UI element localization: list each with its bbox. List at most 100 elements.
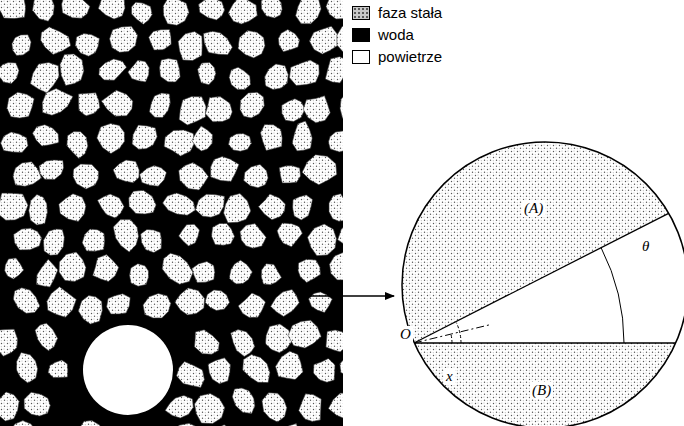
soil-grain <box>35 323 58 351</box>
soil-grain <box>59 252 86 281</box>
soil-grain <box>10 421 37 426</box>
soil-grain <box>194 330 219 354</box>
legend-text: powietrze <box>378 49 442 66</box>
soil-grain <box>282 99 305 122</box>
soil-grain <box>211 157 239 182</box>
soil-grain <box>279 166 300 183</box>
soil-grain <box>78 296 102 325</box>
soil-grain <box>309 292 333 313</box>
soil-grain <box>163 193 196 215</box>
angle-arc <box>456 323 461 343</box>
region-label: (B) <box>530 382 553 399</box>
soil-grain <box>204 31 233 54</box>
soil-grain <box>5 258 24 279</box>
magnified-view <box>380 120 684 426</box>
soil-grain <box>229 67 251 89</box>
water-ground <box>0 0 343 426</box>
soil-grain <box>266 324 294 353</box>
soil-grain <box>0 329 18 356</box>
soil-grain <box>79 93 100 116</box>
soil-grain <box>14 228 42 250</box>
soil-grain <box>292 121 312 151</box>
legend-swatch <box>352 6 370 20</box>
soil-grain <box>261 264 281 285</box>
soil-grain <box>24 392 50 416</box>
soil-grain <box>47 287 76 318</box>
soil-grain <box>313 359 335 383</box>
soil-grain <box>93 255 119 282</box>
soil-grain <box>67 132 88 159</box>
soil-grain <box>178 32 202 61</box>
air-bubble <box>83 325 173 415</box>
soil-grain <box>60 54 84 86</box>
soil-grain <box>342 422 343 426</box>
soil-grain <box>337 24 343 53</box>
soil-grain <box>163 0 189 25</box>
legend-swatch <box>352 28 370 42</box>
soil-grain <box>164 130 195 156</box>
grain-a <box>380 120 684 343</box>
soil-grain <box>205 97 232 122</box>
soil-grain <box>240 92 264 118</box>
soil-grain <box>276 351 304 379</box>
theta-arc <box>601 248 624 343</box>
soil-grain <box>0 0 26 19</box>
soil-grain <box>172 423 198 426</box>
soil-grain <box>110 26 138 52</box>
bisector-line <box>414 325 490 343</box>
soil-grain <box>165 395 193 418</box>
soil-grain <box>326 330 343 352</box>
soil-grain <box>43 229 64 255</box>
soil-grain <box>228 0 257 24</box>
soil-grain <box>330 252 344 280</box>
soil-grain <box>98 0 125 19</box>
soil-grain <box>29 195 48 226</box>
soil-grain <box>278 30 299 52</box>
soil-grain <box>79 421 104 426</box>
soil-grain <box>73 164 99 189</box>
soil-grain <box>238 293 265 318</box>
soil-grain <box>97 123 125 153</box>
soil-grain <box>36 259 57 287</box>
soil-grain <box>162 253 193 284</box>
soil-grain <box>0 63 19 84</box>
soil-grain <box>192 262 215 283</box>
soil-grain <box>229 134 252 152</box>
soil-grain <box>296 0 322 24</box>
soil-grain <box>238 31 265 58</box>
soil-grain <box>231 330 255 357</box>
soil-grain <box>143 293 171 318</box>
soil-grain <box>0 193 28 220</box>
legend-swatch <box>352 50 370 64</box>
soil-grain <box>293 195 313 220</box>
soil-grain <box>17 353 38 384</box>
soil-grain <box>229 260 252 284</box>
soil-grain <box>329 194 343 222</box>
soil-grain <box>113 160 139 183</box>
soil-grain <box>302 155 337 185</box>
soil-grain <box>308 224 337 256</box>
soil-grain <box>98 194 125 218</box>
soil-grain <box>128 60 149 82</box>
soil-grain <box>192 126 213 151</box>
pointer-arrow <box>302 295 394 297</box>
soil-grain <box>12 35 31 56</box>
soil-grain <box>340 355 343 379</box>
soil-grain <box>48 360 68 378</box>
soil-grain <box>258 194 285 220</box>
soil-grain <box>299 394 322 422</box>
soil-grain <box>338 219 343 248</box>
soil-grain <box>265 64 289 90</box>
soil-grain <box>42 89 73 116</box>
soil-grain <box>132 2 153 24</box>
soil-grain <box>288 320 321 348</box>
point-label: O <box>398 326 413 343</box>
soil-grain <box>101 90 132 116</box>
soil-grain <box>277 223 302 247</box>
soil-grain <box>141 230 162 253</box>
soil-grain <box>129 190 156 214</box>
contact-line <box>414 213 669 343</box>
soil-grain <box>208 358 230 384</box>
soil-grain <box>75 34 99 57</box>
